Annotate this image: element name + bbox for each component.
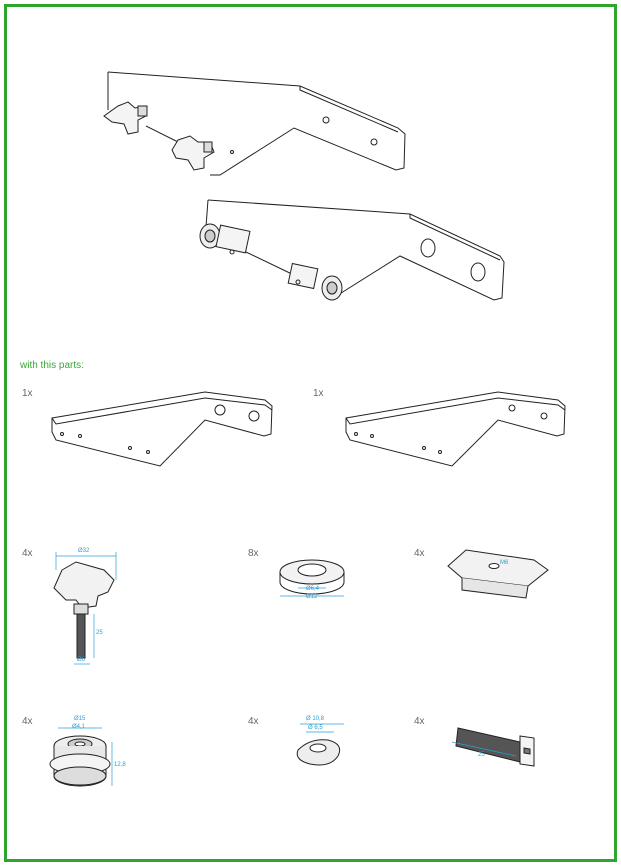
dim-star-top: Ø32 [78, 548, 90, 554]
qty-t-nut: 4x [414, 548, 425, 559]
wheel-part [49, 735, 111, 787]
dim-star-length: 25 [96, 630, 103, 636]
qty-eccentric-washer: 4x [248, 716, 259, 727]
t-nut-label: M6 [500, 560, 509, 566]
t-nut-part [447, 549, 549, 599]
qty-bracket-2: 1x [313, 388, 324, 399]
dim-ecc-outer: Ø 10,8 [306, 716, 325, 722]
qty-washer: 8x [248, 548, 259, 559]
qty-bracket-1: 1x [22, 388, 33, 399]
dim-wheel-top: Ø15 [74, 716, 86, 722]
dim-wheel-height: 12,8 [114, 762, 126, 768]
bracket-assembly-knobs [103, 71, 406, 176]
screw-part [455, 727, 535, 767]
dim-washer-inner: Ø6,4 [306, 586, 320, 592]
dim-washer-outer: Ø12 [306, 594, 318, 600]
qty-star-knob: 4x [22, 548, 33, 559]
dimension-lines [55, 552, 517, 786]
dim-ecc-inner: Ø 6,5 [308, 725, 323, 731]
bracket-part-2 [345, 391, 566, 467]
washer-part [279, 559, 345, 595]
parts-heading: with this parts: [20, 360, 84, 371]
page-frame [4, 4, 617, 862]
qty-screw: 4x [414, 716, 425, 727]
dim-star-shaft: Ø6 [77, 657, 86, 663]
qty-wheel: 4x [22, 716, 33, 727]
star-knob-part [53, 561, 115, 659]
dim-wheel-inner: Ø4,1 [72, 724, 86, 730]
bracket-part-1 [51, 391, 273, 467]
dim-screw-length: 25 [478, 752, 485, 758]
bracket-assembly-wheels [199, 199, 505, 301]
eccentric-washer-part [296, 739, 341, 766]
